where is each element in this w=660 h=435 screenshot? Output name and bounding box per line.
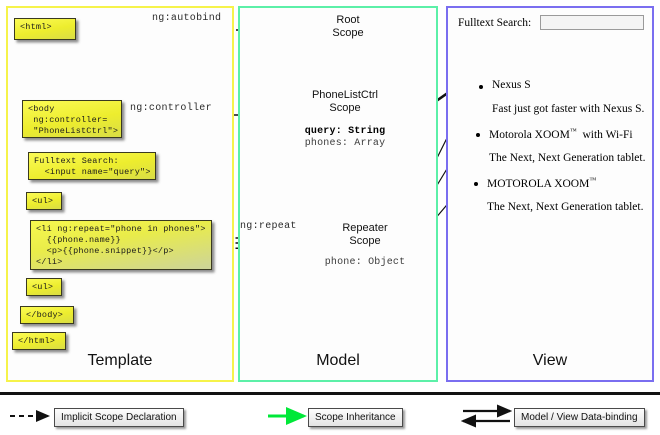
column-model: Model (238, 6, 438, 382)
code-box-body-close: </body> (20, 306, 74, 324)
phone-name-3: MOTOROLA XOOM™ (487, 176, 597, 190)
code-box-li-repeat: <li ng:repeat="phone in phones"> {{phone… (30, 220, 212, 270)
column-model-label: Model (316, 352, 360, 369)
column-view: View (446, 6, 654, 382)
edge-label-ng-autobind: ng:autobind (152, 13, 222, 24)
phonelistctrl-scope-prop-query: query: String (304, 126, 386, 137)
legend-item-scope-inheritance: Scope Inheritance (308, 408, 403, 427)
phone-snippet-3: The Next, Next Generation tablet. (487, 201, 644, 213)
root-scope-text: Root Scope (304, 14, 392, 40)
edge-label-ng-repeat: ng:repeat (240, 221, 297, 232)
phone-name-1: Nexus S (492, 79, 531, 91)
legend-item-implicit-scope-declaration: Implicit Scope Declaration (54, 408, 184, 427)
phone-snippet-1: Fast just got faster with Nexus S. (492, 103, 645, 115)
phone-name-2: Motorola XOOM™ with Wi-Fi (489, 127, 633, 141)
legend-item-model-view-data-binding: Model / View Data-binding (514, 408, 645, 427)
repeater-scope-title-2: Scope (349, 235, 381, 247)
column-view-label: View (532, 352, 568, 369)
list-bullet-2 (476, 133, 480, 137)
repeater-scope-prop-phone: phone: Object (324, 257, 406, 268)
code-box-body-controller: <body ng:controller= "PhoneListCtrl"> (22, 100, 122, 138)
repeater-scope-text: Repeater Scope phone: Object (313, 222, 417, 269)
root-scope-title-1: Root (336, 14, 360, 26)
fulltext-search-label: Fulltext Search: (458, 17, 532, 29)
code-box-html-close: </html> (12, 332, 66, 350)
list-bullet-1 (479, 85, 483, 89)
code-box-ul-close: <ul> (26, 278, 62, 296)
phonelistctrl-scope-title-2: Scope (329, 102, 361, 114)
edge-label-ng-controller: ng:controller (130, 103, 212, 114)
code-box-fulltext-search: Fulltext Search: <input name="query"> (28, 152, 156, 180)
phone-snippet-2: The Next, Next Generation tablet. (489, 152, 646, 164)
phonelistctrl-scope-title-1: PhoneListCtrl (311, 89, 379, 101)
phonelistctrl-scope-prop-phones: phones: Array (304, 138, 386, 149)
code-box-ul-open: <ul> (26, 192, 62, 210)
legend-divider (0, 392, 660, 395)
search-input[interactable] (540, 15, 644, 30)
code-box-html-open: <html> (14, 18, 76, 40)
repeater-scope-title-1: Repeater (342, 222, 388, 234)
column-template-label: Template (87, 352, 153, 369)
root-scope-title-2: Scope (332, 27, 364, 39)
phonelistctrl-scope-text: PhoneListCtrl Scope query: String phones… (287, 89, 403, 150)
list-bullet-3 (474, 182, 478, 186)
